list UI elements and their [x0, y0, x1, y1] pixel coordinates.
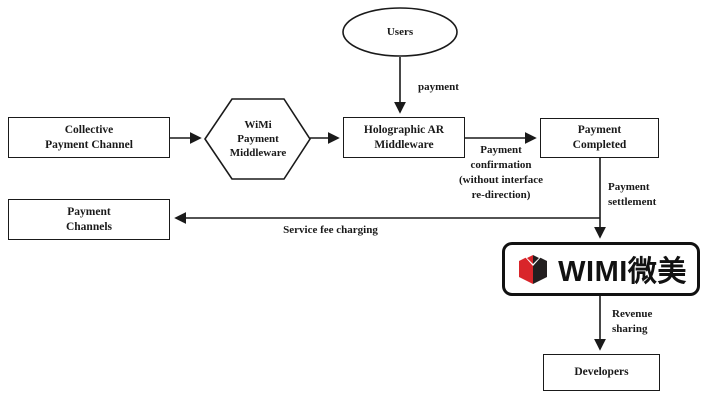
edge-label-payment-confirmation: Payment confirmation (without interface … — [458, 144, 543, 201]
node-users: Users — [386, 25, 414, 38]
wimi-middleware-hexagon-shape — [204, 98, 311, 180]
wimi-cube-icon — [519, 253, 548, 284]
edge-label-payment-settlement: Payment settlement — [608, 181, 657, 208]
edge-label-payment: payment — [418, 81, 459, 93]
node-collective-payment-channel: Collective Payment Channel — [8, 117, 170, 158]
node-holographic-ar-middleware: Holographic AR Middleware — [343, 117, 465, 158]
edge-label-service-fee-charging: Service fee charging — [283, 224, 378, 236]
node-wimi-payment-middleware: WiMi Payment Middleware — [229, 118, 287, 160]
wimi-logo: WIMI微美 — [502, 242, 700, 296]
node-developers: Developers — [543, 354, 660, 391]
edge-label-revenue-sharing: Revenue sharing — [612, 308, 653, 335]
node-payment-completed: Payment Completed — [540, 118, 659, 158]
wimi-logo-text: WIMI微美 — [558, 256, 687, 288]
users-ellipse-shape — [342, 7, 458, 57]
node-payment-channels: Payment Channels — [8, 199, 170, 240]
